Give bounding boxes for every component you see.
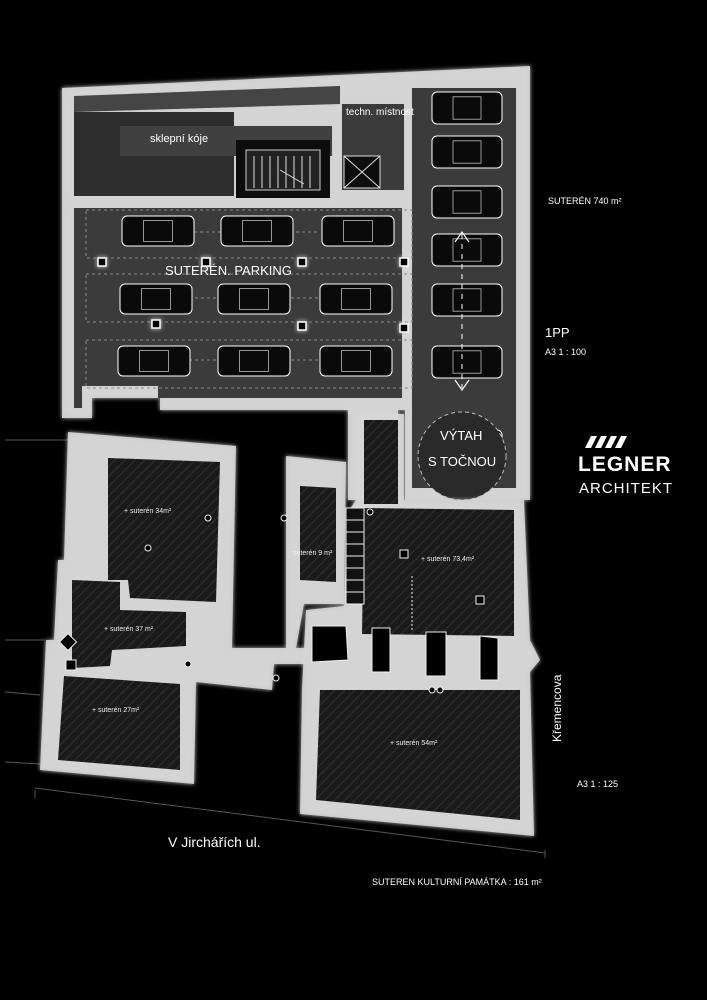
scale-top-label: A3 1 : 100 — [545, 347, 587, 357]
parking-label: SUTERÉN. PARKING — [165, 263, 292, 278]
car-icon — [319, 345, 393, 377]
heritage-details — [58, 508, 499, 694]
car-icon — [431, 91, 503, 125]
car-icon — [321, 215, 395, 247]
brand-sub: ARCHITEKT — [579, 480, 674, 497]
area-basement-label: SUTERÉN 740 m² — [548, 196, 622, 206]
car-icon — [431, 185, 503, 219]
parked-cars — [117, 91, 503, 463]
car-icon — [119, 283, 193, 315]
lift-label-1: VÝTAH — [440, 428, 483, 443]
pillars — [97, 257, 409, 333]
stair-core — [253, 156, 311, 188]
car-icon — [220, 215, 294, 247]
heritage-stairs — [345, 507, 413, 632]
cellar-27-label: + suterén 27m² — [92, 707, 140, 714]
car-icon — [431, 233, 503, 267]
car-icon — [121, 215, 195, 247]
heritage-area-label: SUTEREN KULTURNÍ PAMÁTKA : 161 m² — [372, 877, 542, 887]
street-east-label: Křemencova — [550, 674, 564, 742]
lift-label-2: S TOČNOU — [428, 454, 497, 469]
car-icon — [217, 345, 291, 377]
car-icon — [431, 283, 503, 317]
street-south-label: V Jirchářích ul. — [168, 834, 261, 850]
car-icon — [431, 135, 503, 169]
brand-name: LEGNER — [578, 453, 672, 476]
parking-lanes — [85, 209, 413, 389]
car-icon — [431, 345, 503, 379]
room-tech-label: techn. místnost — [346, 107, 414, 118]
turntable-lift — [417, 230, 507, 501]
car-icon — [217, 283, 291, 315]
site-guide-lines — [4, 439, 546, 858]
car-icon — [319, 283, 393, 315]
cellar-34-label: + suterén 34m² — [124, 508, 172, 515]
cellar-37-label: + suterén 37 m² — [104, 626, 154, 633]
logo-mark-icon — [585, 436, 627, 448]
cellar-54-label: + suterén 54m² — [390, 740, 438, 747]
service-shaft — [343, 155, 381, 189]
car-icon — [117, 345, 191, 377]
cellar-9-label: suterén 9 m² — [293, 550, 333, 557]
cellar-73-label: + suterén 73,4m² — [421, 556, 475, 563]
floor-code-label: 1PP — [545, 325, 570, 340]
scale-bottom-label: A3 1 : 125 — [577, 779, 619, 789]
room-storage-label: sklepní kóje — [150, 133, 209, 145]
